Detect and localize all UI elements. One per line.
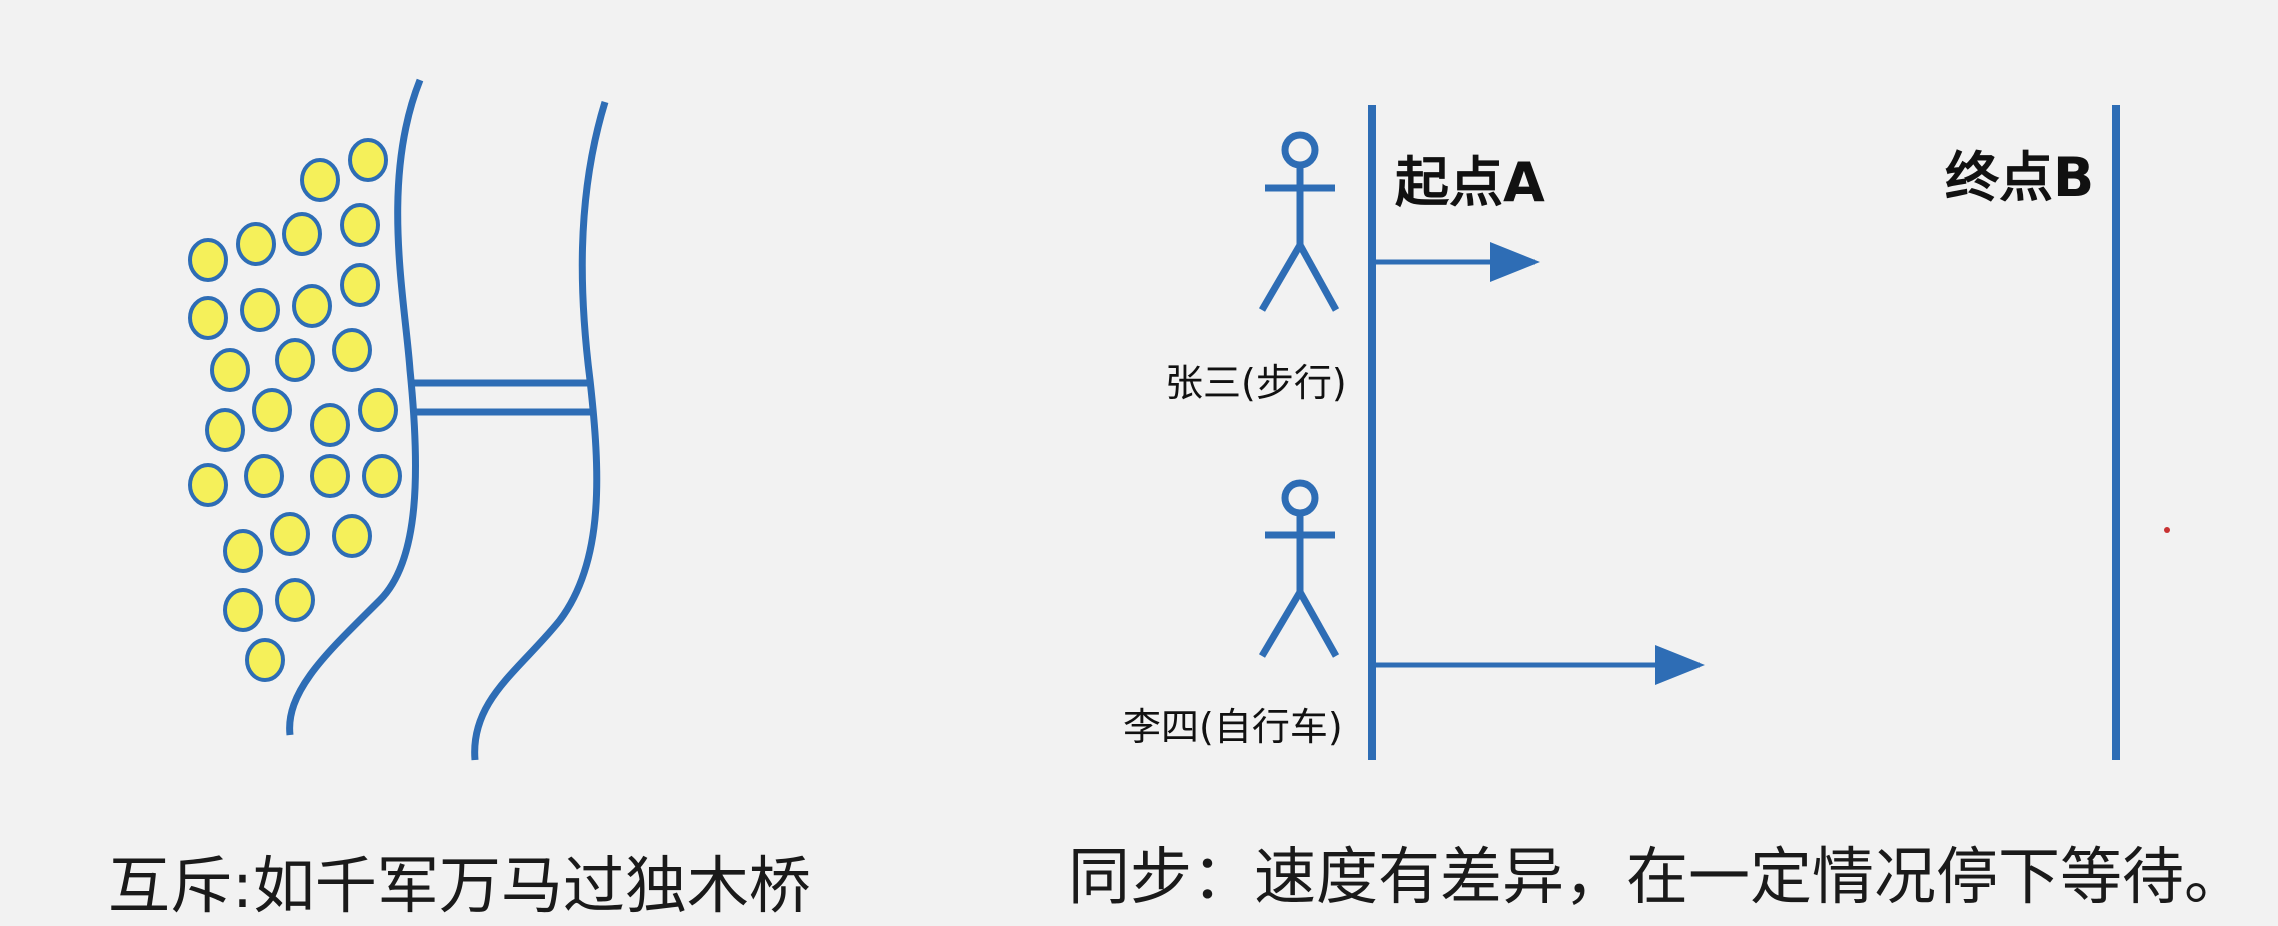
- start-label: 起点A: [1395, 151, 1545, 214]
- crowd-dot: [332, 514, 372, 558]
- person-2-label: 李四(自行车): [1123, 705, 1343, 749]
- mutex-caption: 互斥:如千军万马过独木桥: [108, 849, 811, 922]
- crowd-dot: [236, 222, 276, 266]
- crowd-dot: [282, 212, 322, 256]
- crowd-dot: [340, 263, 380, 307]
- crowd-dot: [223, 529, 263, 573]
- crowd-dot: [332, 328, 372, 372]
- crowd-dot: [292, 284, 332, 328]
- person-2-figure: [1258, 479, 1340, 658]
- crowd-dot: [310, 454, 350, 498]
- sync-caption: 同步：速度有差异，在一定情况停下等待。: [1068, 840, 2247, 913]
- end-label: 终点B: [1945, 146, 2095, 209]
- red-marker-dot: [2164, 527, 2170, 533]
- person-1-figure: [1258, 131, 1340, 312]
- right-river-bank: [471, 100, 609, 761]
- crowd-dot: [188, 238, 228, 282]
- crowd-dot: [362, 454, 402, 498]
- crowd-dot: [223, 588, 263, 632]
- left-river-bank: [286, 78, 424, 736]
- crowd-dot: [210, 348, 250, 392]
- crowd-dot: [310, 403, 350, 447]
- crowd-dot: [358, 388, 398, 432]
- crowd-dot: [188, 296, 228, 340]
- crowd-dot: [205, 408, 245, 452]
- crowd-dot: [252, 388, 292, 432]
- crowd-dot: [244, 454, 284, 498]
- crowd-dot: [275, 338, 315, 382]
- crowd-dot: [188, 463, 228, 507]
- crowd-dot: [275, 578, 315, 622]
- crowd-dot: [300, 158, 340, 202]
- crowd-dot: [245, 638, 285, 682]
- crowd-dot: [270, 512, 310, 556]
- crowd-dot: [348, 138, 388, 182]
- crowd-dot: [340, 203, 380, 247]
- crowd-dot: [240, 288, 280, 332]
- person-1-label: 张三(步行): [1165, 361, 1347, 405]
- crowd: [188, 138, 402, 682]
